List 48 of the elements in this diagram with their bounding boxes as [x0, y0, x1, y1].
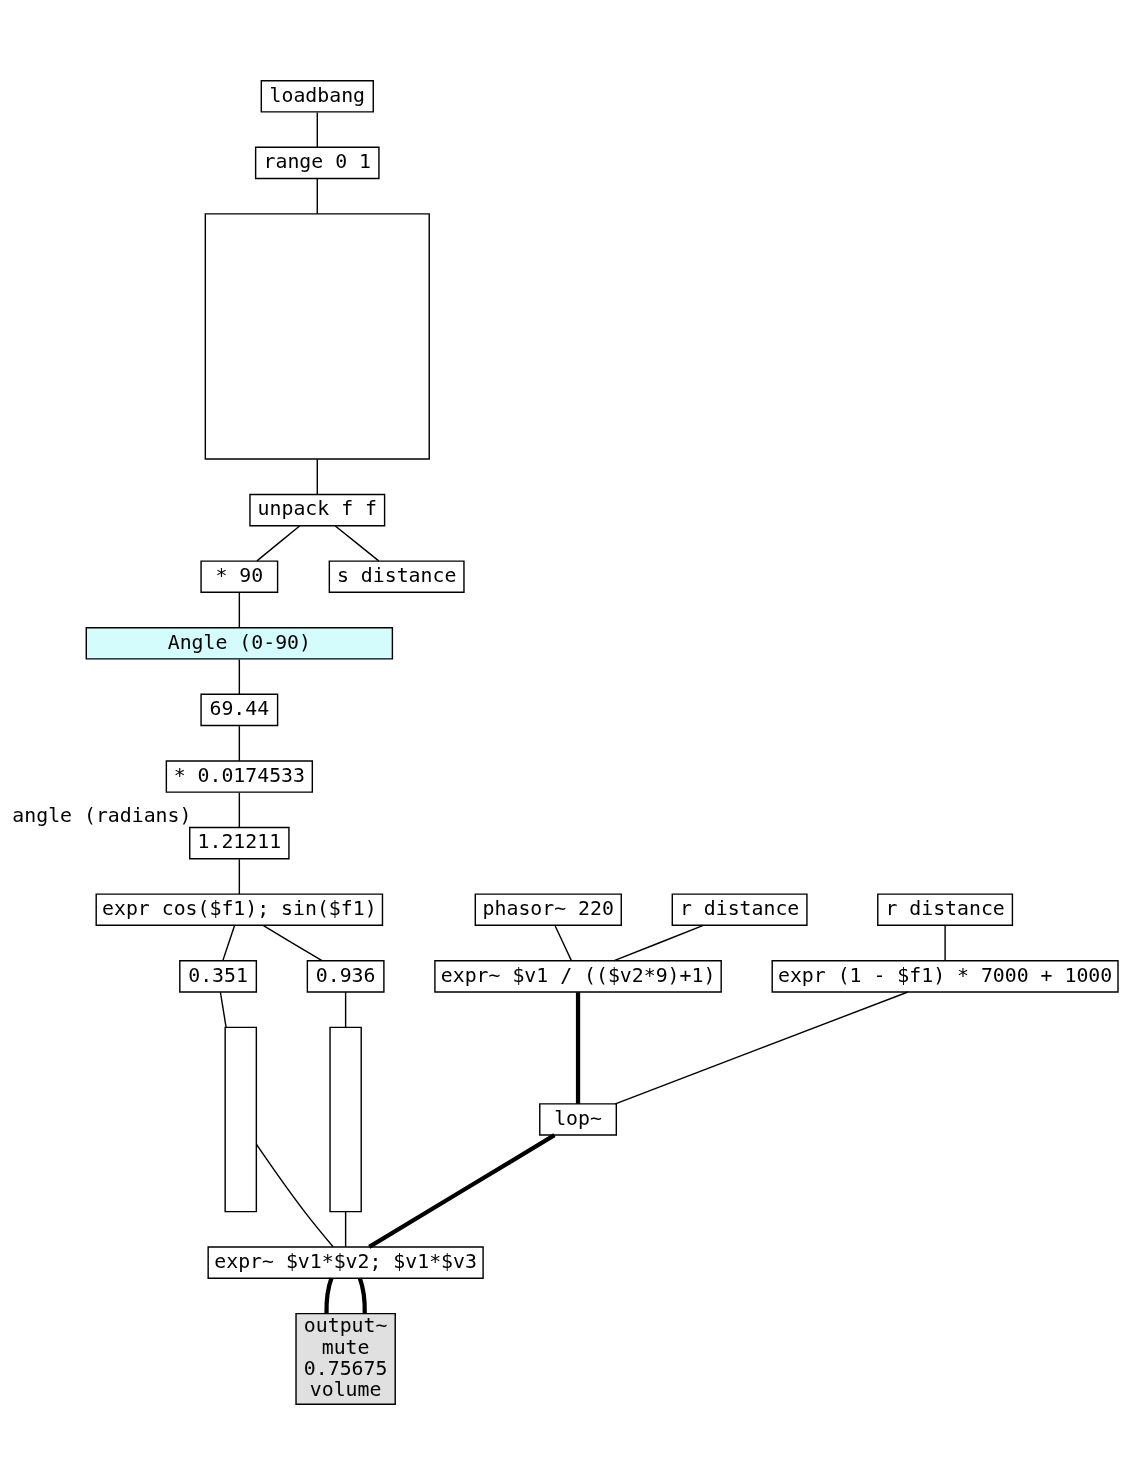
connector [575, 991, 581, 1104]
node-box: expr cos($f1); sin($f1) [95, 892, 384, 926]
node-box: output~ mute 0.75675 volume [295, 1312, 396, 1405]
connector [613, 924, 705, 961]
connector [368, 1132, 556, 1249]
connector [614, 990, 909, 1104]
node-box: expr~ $v1*$v2; $v1*$v3 [207, 1245, 484, 1279]
connector [316, 177, 318, 214]
node-box: 1.21211 [189, 826, 290, 859]
node-box: Angle (0-90) [85, 626, 394, 660]
node-box: s distance [328, 559, 465, 593]
connector [344, 1210, 347, 1248]
node-box: 0.936 [306, 959, 385, 993]
node-box [204, 212, 430, 460]
connector [238, 591, 241, 628]
connector [256, 524, 301, 562]
node-label: angle (radians) [12, 803, 192, 827]
connector [219, 991, 227, 1028]
connector [554, 924, 573, 961]
node-box: 0.351 [179, 959, 258, 993]
connector [222, 924, 236, 961]
node-box: unpack f f [249, 493, 386, 526]
connector [316, 111, 318, 148]
connector [238, 858, 241, 895]
connector [344, 991, 347, 1028]
connector [238, 791, 241, 828]
node-box [329, 1026, 362, 1212]
node-box: r distance [877, 892, 1014, 926]
connector [357, 1277, 367, 1314]
node-box: r distance [671, 892, 808, 926]
connector [238, 724, 241, 762]
connector [238, 658, 241, 695]
connector [944, 924, 946, 961]
node-box: range 0 1 [254, 146, 380, 179]
node-box: 69.44 [200, 693, 279, 726]
node-box [224, 1026, 258, 1212]
connector [255, 1143, 334, 1247]
node-box: * 0.0174533 [165, 759, 314, 793]
node-box: loadbang [260, 79, 374, 113]
connector [316, 458, 318, 495]
connector [324, 1277, 334, 1314]
node-box: expr (1 - $f1) * 7000 + 1000 [771, 959, 1119, 993]
node-box: lop~ [539, 1102, 617, 1136]
node-box: * 90 [200, 559, 279, 593]
node-box: expr~ $v1 / (($v2*9)+1) [434, 959, 722, 993]
connector [262, 924, 323, 961]
node-box: phasor~ 220 [474, 892, 622, 926]
connector [334, 524, 380, 562]
